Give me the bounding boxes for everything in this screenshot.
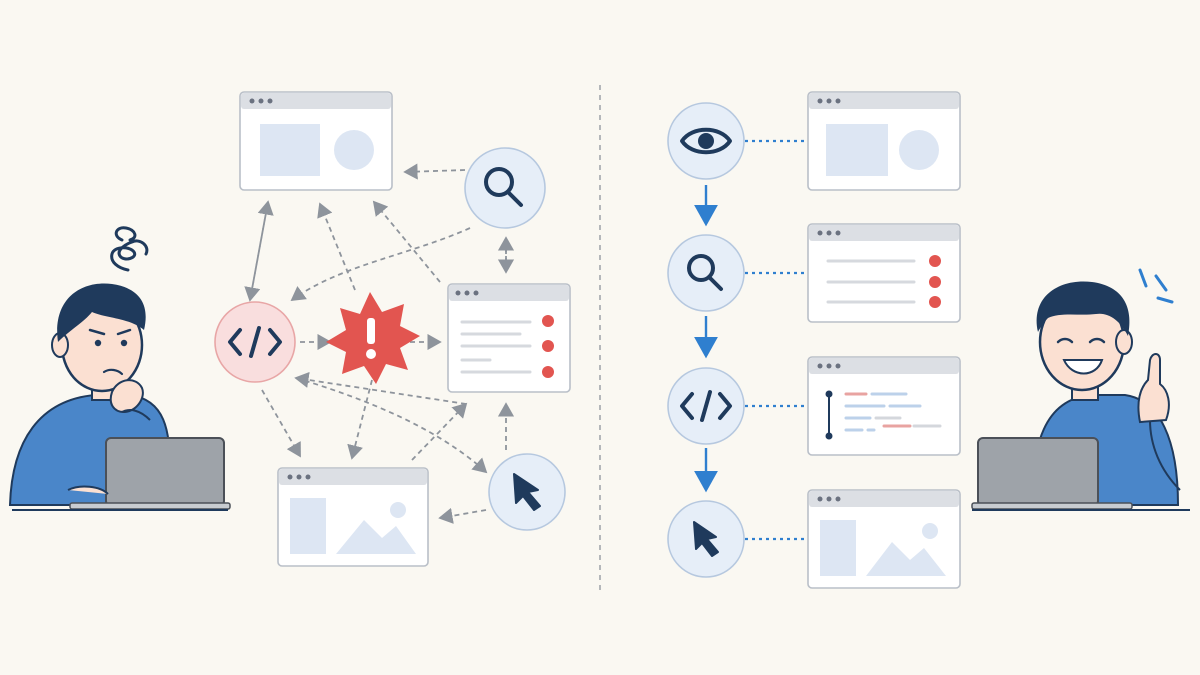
list-screen-mockup bbox=[807, 223, 961, 323]
code-icon bbox=[228, 326, 282, 358]
ordered-flow-diagram bbox=[667, 91, 961, 589]
code-node-error bbox=[214, 301, 296, 383]
search-icon bbox=[687, 254, 723, 291]
alert-burst-icon bbox=[326, 292, 420, 384]
image-screen-mockup bbox=[807, 489, 961, 589]
code-icon bbox=[680, 390, 732, 422]
cursor-icon bbox=[513, 473, 541, 511]
happy-person bbox=[971, 268, 1190, 511]
step-eye-node bbox=[667, 102, 745, 180]
media-screen-mockup bbox=[239, 91, 393, 191]
image-screen-mockup bbox=[277, 467, 429, 567]
cursor-node bbox=[488, 453, 566, 531]
search-node bbox=[464, 147, 546, 229]
tangled-arrows bbox=[244, 163, 515, 524]
dizzy-spiral-icon bbox=[110, 226, 149, 272]
laptop-icon bbox=[971, 437, 1133, 510]
cursor-icon bbox=[693, 521, 719, 557]
search-icon bbox=[484, 167, 523, 207]
step-search-node bbox=[667, 234, 745, 312]
idea-sparks-icon bbox=[1138, 268, 1174, 304]
eye-icon bbox=[680, 127, 732, 155]
step-code-node bbox=[667, 367, 745, 445]
code-screen-mockup bbox=[807, 356, 961, 456]
chaotic-flow-diagram bbox=[214, 91, 571, 567]
list-screen-mockup bbox=[447, 283, 571, 393]
step-cursor-node bbox=[667, 500, 745, 578]
media-screen-mockup bbox=[807, 91, 961, 191]
confused-person bbox=[8, 226, 231, 511]
laptop-icon bbox=[69, 437, 231, 510]
